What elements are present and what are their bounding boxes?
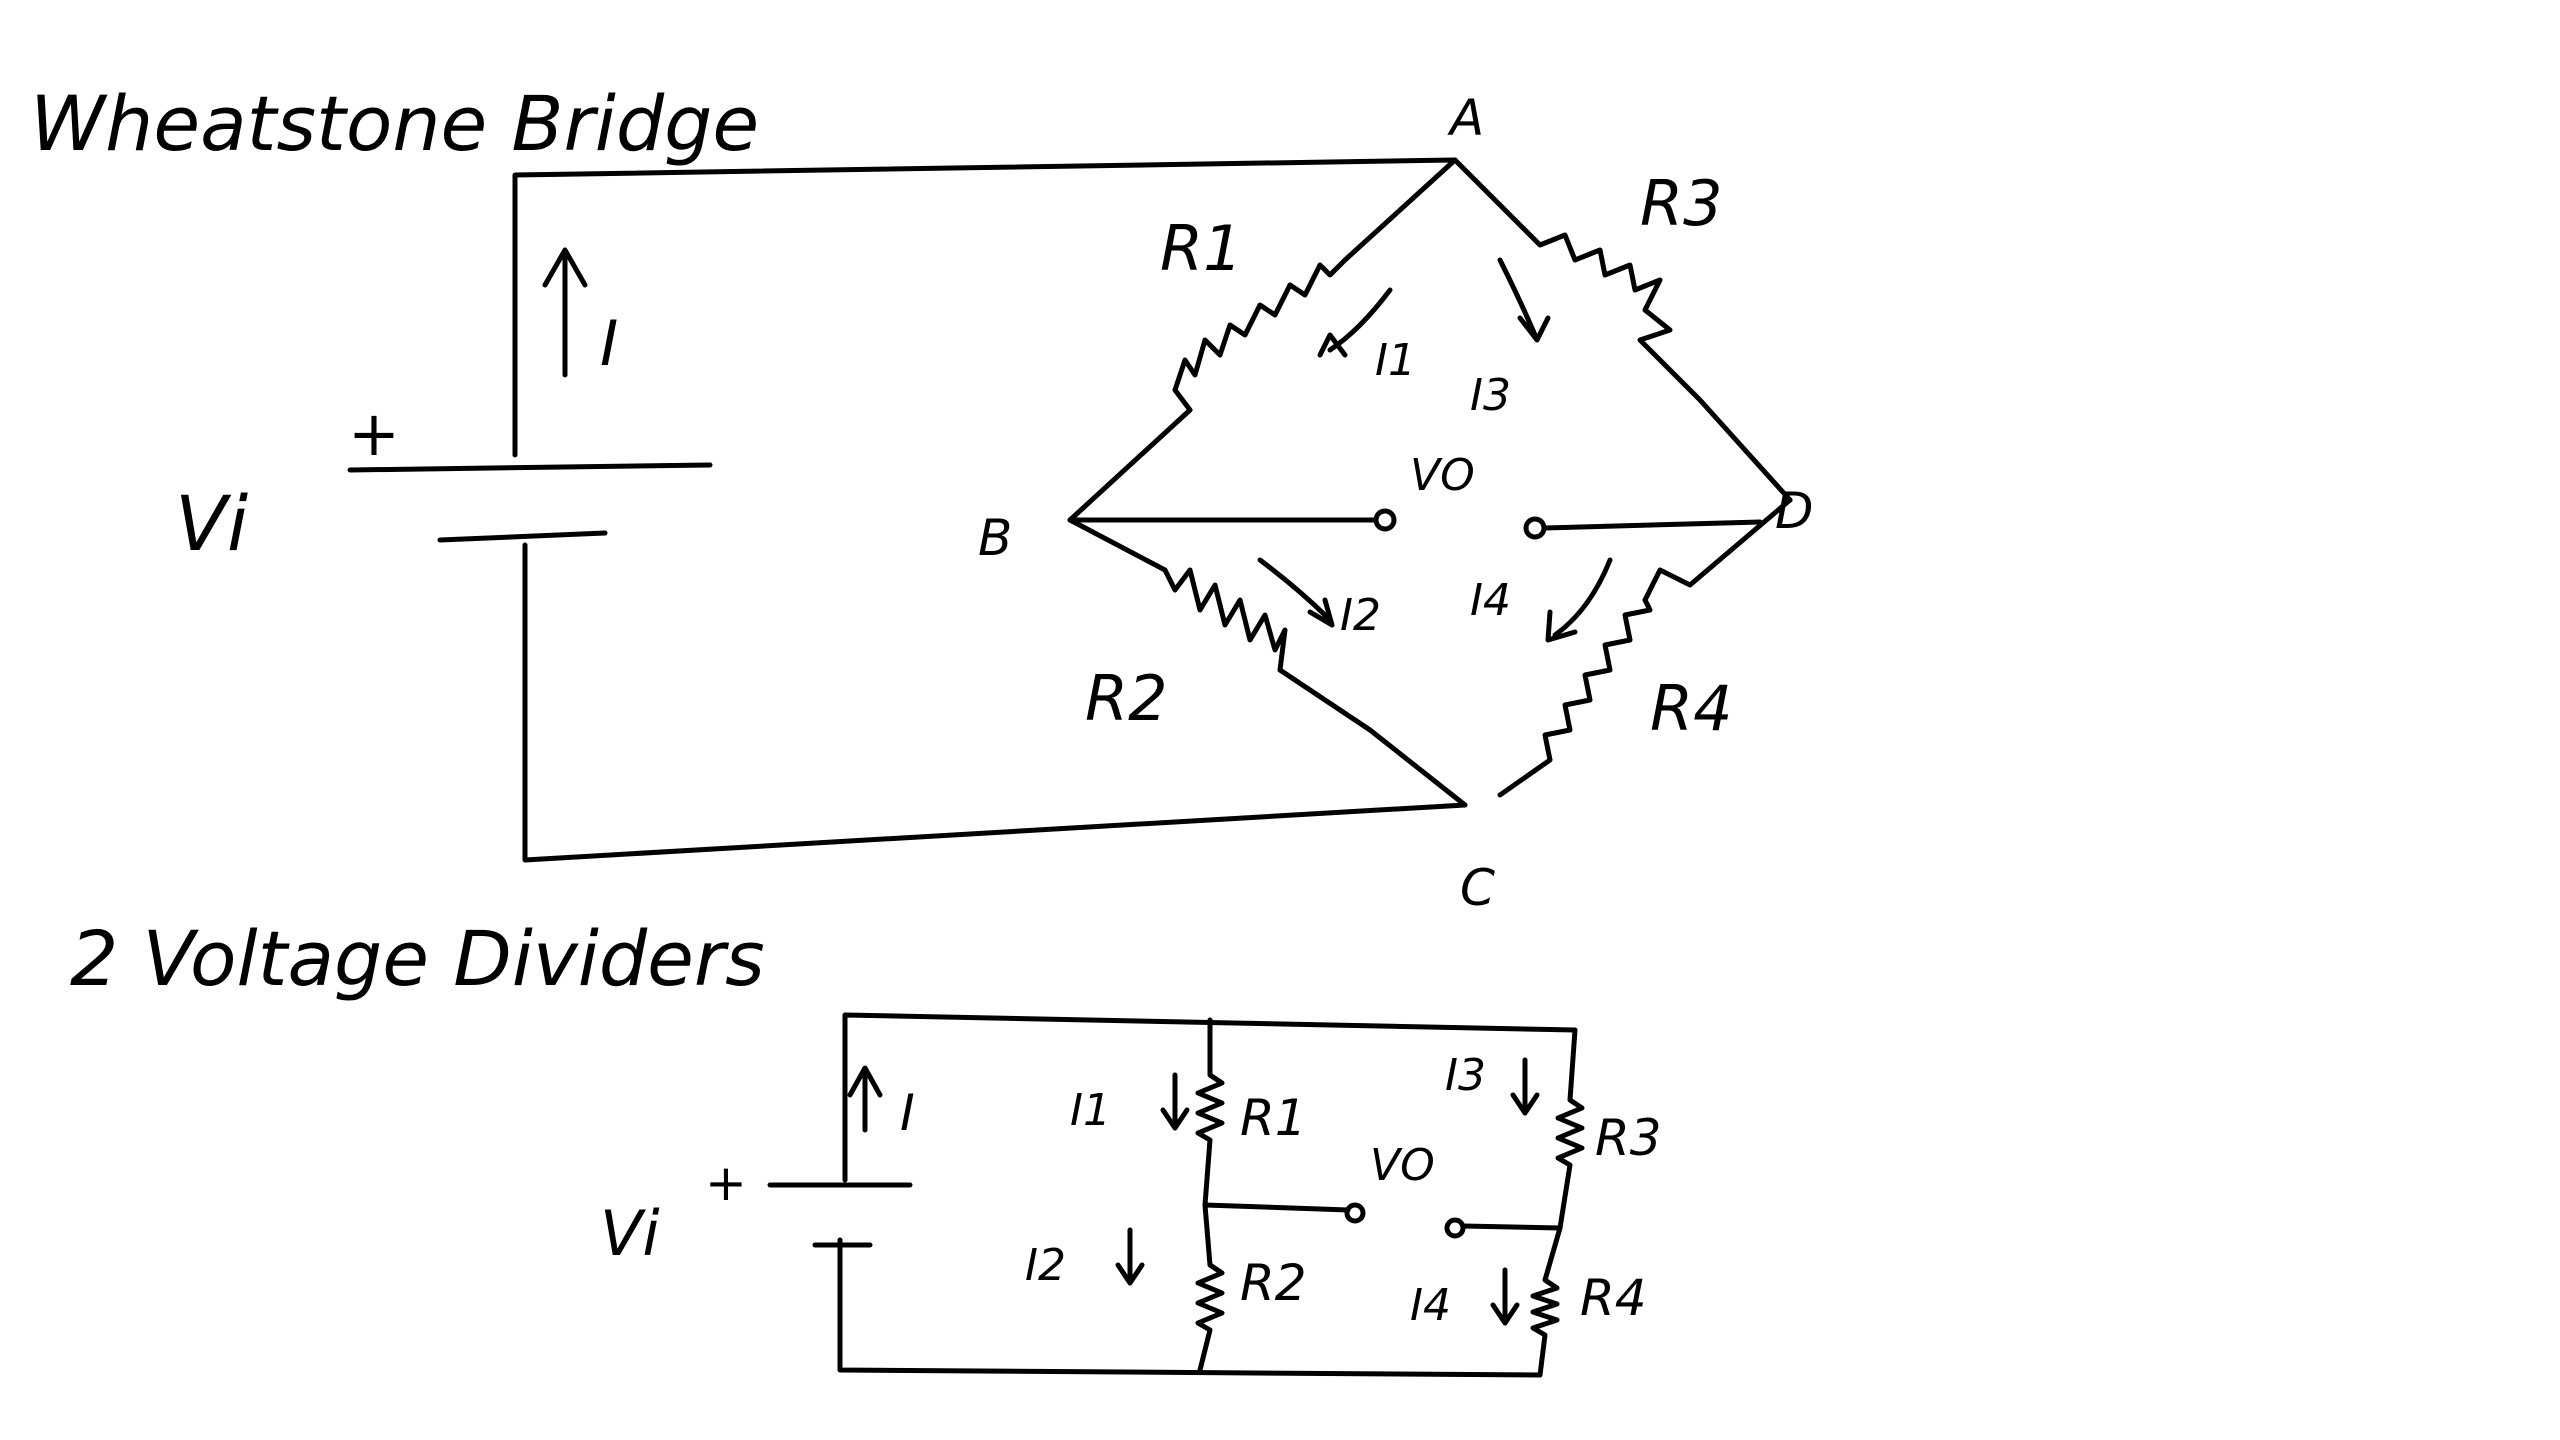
- bridge-current-label: I: [600, 307, 618, 380]
- node-c-label: C: [1460, 859, 1495, 917]
- bottom-wire: [522, 542, 1468, 863]
- divider-i2-label: I2: [1025, 1240, 1066, 1291]
- divider-i1-arrow: [1160, 1072, 1190, 1131]
- i4-label: I4: [1470, 575, 1511, 626]
- divider-r3-label: R3: [1595, 1109, 1662, 1167]
- i3-label: I3: [1470, 370, 1511, 421]
- i4-arrow: [1545, 557, 1613, 643]
- divider-vo-terminal-left: [1344, 1202, 1366, 1224]
- top-wire: [512, 157, 1458, 458]
- divider-i2-arrow: [1115, 1227, 1145, 1286]
- divider-i3-label: I3: [1445, 1050, 1486, 1101]
- vo-terminal-left: [1373, 508, 1397, 532]
- i2-arrow: [1257, 557, 1335, 628]
- left-divider-column: [1195, 1017, 1225, 1373]
- divider-i4-label: I4: [1410, 1280, 1451, 1331]
- vo-wire-right: [1542, 519, 1763, 531]
- divider-vo-wire-left: [1202, 1202, 1351, 1213]
- r2-label: R2: [1085, 662, 1168, 735]
- divider-r1-label: R1: [1240, 1089, 1307, 1147]
- node-a-label: A: [1447, 89, 1484, 147]
- divider-r4-label: R4: [1580, 1269, 1647, 1327]
- bridge-vi-label: Vi: [175, 479, 248, 568]
- divider-vi-label: Vi: [600, 1197, 660, 1270]
- divider-i4-arrow: [1490, 1267, 1520, 1326]
- divider-i1-label: I1: [1070, 1085, 1111, 1136]
- divider-bottom-wire: [837, 1237, 1543, 1378]
- divider-current-label: I: [900, 1084, 915, 1142]
- r3-label: R3: [1640, 167, 1723, 240]
- right-divider-column: [1530, 1027, 1585, 1378]
- vo-terminal-right: [1523, 516, 1547, 540]
- i2-label: I2: [1340, 590, 1381, 641]
- title-voltage-dividers: 2 Voltage Dividers: [70, 914, 765, 1003]
- i1-arrow: [1317, 287, 1393, 358]
- arm-a-d: [1452, 157, 1793, 503]
- divider-vo-wire-right: [1460, 1223, 1563, 1231]
- node-b-label: B: [978, 509, 1012, 567]
- divider-vo-label: VO: [1370, 1140, 1435, 1191]
- voltage-dividers: Vi + I R1 R2 R3 R4 VO I1 I2 I3 I4: [600, 1012, 1662, 1378]
- battery-plus-sign: +: [348, 397, 400, 470]
- divider-plus-sign: +: [705, 1154, 747, 1212]
- divider-i3-arrow: [1510, 1057, 1540, 1116]
- arm-a-b: [1067, 157, 1458, 523]
- divider-current-arrow: [847, 1065, 883, 1133]
- i1-label: I1: [1375, 335, 1416, 386]
- arm-d-c: [1497, 497, 1793, 798]
- arm-b-c: [1067, 517, 1468, 808]
- bridge-vo-label: VO: [1410, 450, 1475, 501]
- battery-positive-plate: [347, 462, 713, 473]
- divider-r2-label: R2: [1240, 1254, 1307, 1312]
- wheatstone-bridge: + Vi I A B C D R1 R3 R2 R4 VO I1 I3 I: [175, 89, 1814, 917]
- i3-arrow: [1497, 257, 1551, 343]
- divider-top-wire: [842, 1012, 1578, 1183]
- title-wheatstone-bridge: Wheatstone Bridge: [30, 79, 759, 168]
- r4-label: R4: [1650, 672, 1733, 745]
- divider-vo-terminal-right: [1444, 1217, 1466, 1239]
- bridge-current-arrow: [542, 247, 588, 378]
- battery-negative-plate: [437, 530, 608, 543]
- r1-label: R1: [1160, 212, 1243, 285]
